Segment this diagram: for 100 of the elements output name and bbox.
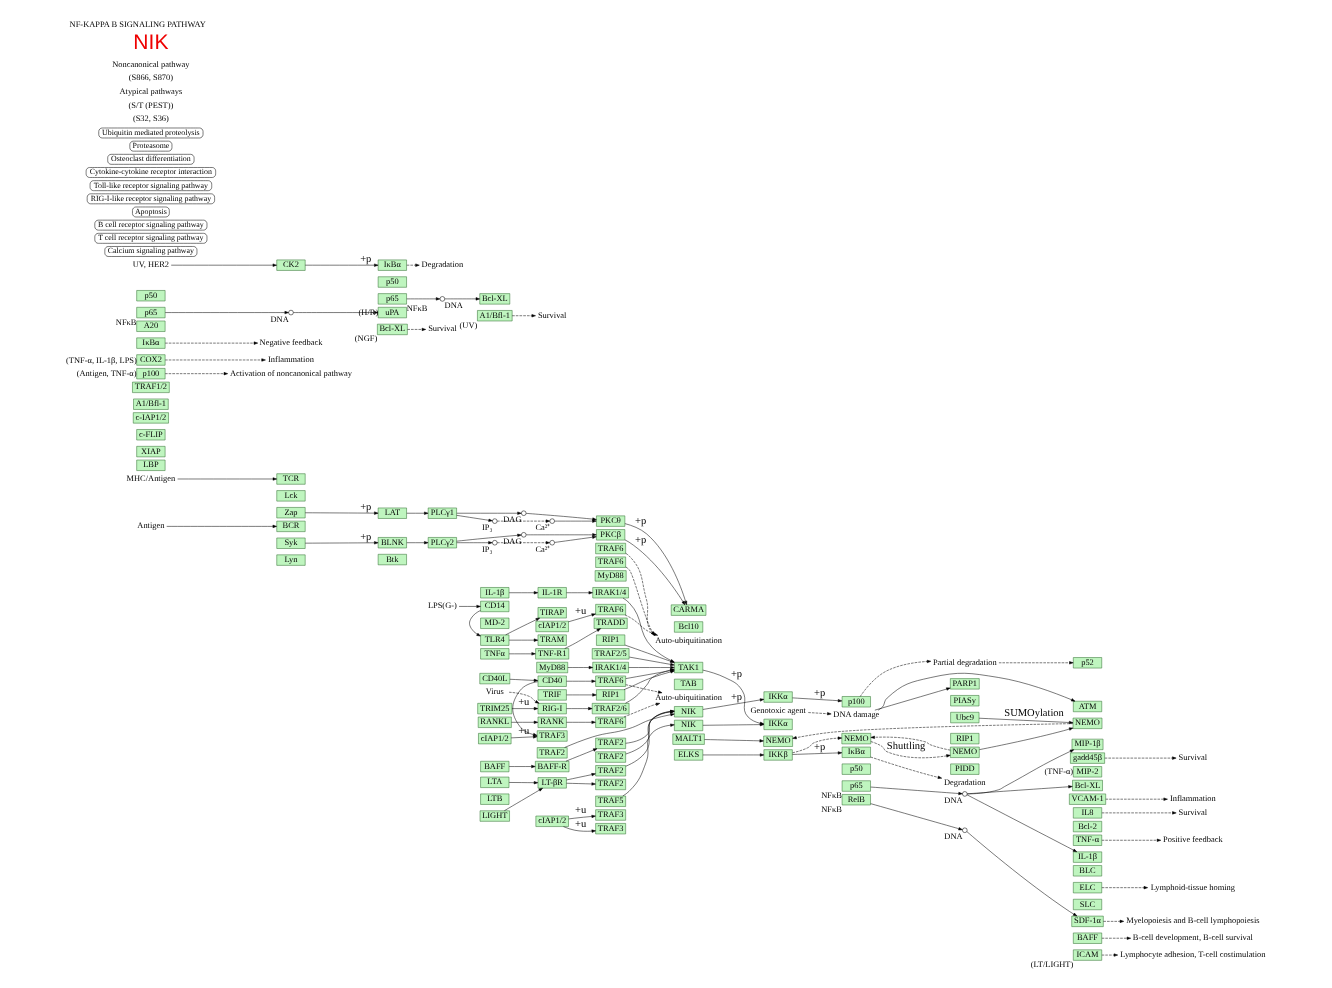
arrow [621,597,674,663]
label: NIK [132,31,168,56]
node-circle [961,827,967,833]
arrow [292,311,378,315]
arrow [507,764,535,769]
arrow [176,477,276,481]
arrow [553,519,596,523]
arrow [443,297,479,301]
arrow [621,723,674,797]
arrow [566,665,592,670]
arrow [511,681,538,737]
arrow [510,720,538,724]
arrow [406,327,425,331]
arrow [455,511,521,515]
arrow [164,311,288,315]
arrow [553,535,596,543]
arrow [965,749,1074,795]
arrow [507,781,538,785]
arrow [524,533,596,537]
arrow [455,533,521,542]
arrow [791,723,1073,740]
arrow [623,523,687,606]
arrow [791,736,841,754]
arrow [1102,919,1123,923]
arrow [623,539,685,606]
arrow [622,702,660,718]
arrow [468,610,480,637]
arrow [997,661,1073,665]
arrow [508,678,538,682]
node-circle [520,532,526,538]
arrow [1100,936,1131,940]
arrow [563,628,600,649]
arrow [509,735,537,739]
arrow [562,826,595,833]
arrow [495,541,549,545]
arrow [1100,838,1161,842]
arrow [510,707,538,711]
arrow [165,524,276,528]
arrow [869,741,950,759]
arrow [978,727,1073,750]
arrow [567,613,595,623]
arrow [1104,797,1167,801]
arrow [304,541,378,545]
arrow [510,314,535,318]
arrow [624,684,662,694]
arrow [504,617,539,636]
arrow [565,707,592,711]
node-circle [961,791,967,797]
arrow [965,794,1077,853]
arrow [701,698,764,710]
arrow [1100,886,1147,890]
arrow [623,644,674,663]
arrow [457,604,480,608]
node-circle [520,510,526,516]
arrow [565,773,595,781]
arrow [524,513,596,521]
arrow [405,541,428,545]
arrow [858,659,931,697]
node-circle [287,309,293,316]
arrow [507,591,538,595]
arrow [873,687,950,711]
arrow [1100,811,1176,815]
arrow [791,751,842,755]
node-circle [491,540,497,546]
arrow [807,712,831,716]
arrow [1103,756,1176,760]
arrow [1100,953,1117,957]
arrow [701,753,764,757]
node-circle [491,518,497,524]
arrow [507,652,535,656]
arrow [977,717,1073,725]
arrow [304,511,378,515]
arrow [169,263,276,267]
arrow [567,814,595,820]
arrow [869,756,941,779]
arrow [405,263,419,267]
arrow [564,748,597,762]
arrow [507,691,539,704]
arrow [869,786,962,796]
arrow [405,297,440,301]
arrow [565,679,595,683]
arrow [565,720,595,724]
arrow [565,782,595,786]
arrow [503,787,542,811]
arrow [164,341,257,345]
arrow [869,803,962,831]
arrow [565,591,592,595]
node-circle [548,518,554,524]
arrow [164,358,265,362]
arrow [703,739,763,743]
arrow [965,831,1077,917]
node-circle [438,296,445,302]
arrow [164,372,227,376]
arrow [565,693,596,697]
arrow [304,263,378,267]
arrow [455,541,492,545]
arrow [869,735,950,751]
arrow [627,656,674,666]
arrow [495,519,549,523]
arrow [791,697,842,703]
